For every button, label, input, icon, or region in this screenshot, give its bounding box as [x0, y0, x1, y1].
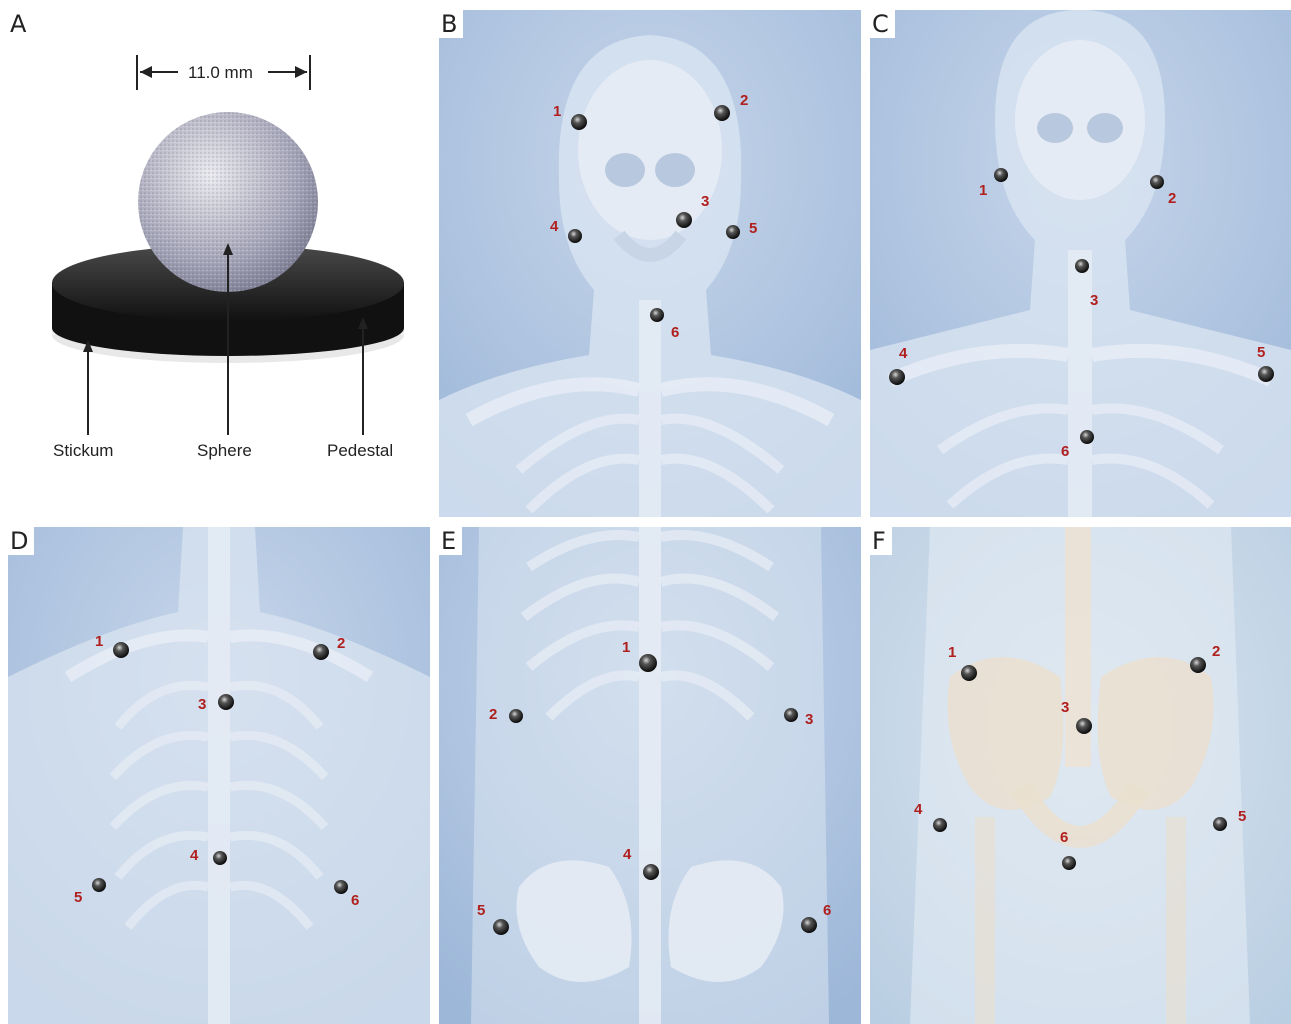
marker-label-4: 4: [550, 218, 558, 235]
marker-label-5: 5: [477, 902, 485, 919]
marker-label-6: 6: [1061, 443, 1069, 460]
stickum-label: Stickum: [53, 441, 113, 461]
marker-label-5: 5: [1238, 808, 1246, 825]
marker-label-2: 2: [337, 635, 345, 652]
marker-label-4: 4: [914, 801, 922, 818]
panel-d: D 1 2 3 4 5 6: [8, 527, 430, 1024]
marker-label-1: 1: [979, 182, 987, 199]
marker-label-1: 1: [622, 639, 630, 656]
neck-skeleton-illustration: [870, 10, 1291, 517]
dimension-label: 11.0 mm: [188, 63, 253, 83]
panel-c: C 1 2 3 4 5 6: [870, 10, 1291, 517]
marker-label-5: 5: [74, 889, 82, 906]
panel-f: F 1 2 3 4 5 6: [870, 527, 1291, 1024]
marker-label-1: 1: [553, 103, 561, 120]
marker-label-3: 3: [1090, 292, 1098, 309]
panel-letter-d: D: [8, 527, 34, 555]
sphere-label: Sphere: [197, 441, 252, 461]
panel-letter-b: B: [439, 10, 463, 38]
marker-label-6: 6: [1060, 829, 1068, 846]
panel-letter-c: C: [870, 10, 895, 38]
marker-label-1: 1: [95, 633, 103, 650]
marker-label-2: 2: [1212, 643, 1220, 660]
thorax-skeleton-illustration: [8, 527, 430, 1024]
panel-b: B 1 2 3 4 5 6: [439, 10, 861, 517]
marker-label-4: 4: [899, 345, 907, 362]
head-skeleton-illustration: [439, 10, 861, 517]
pelvis-skeleton-illustration: [870, 527, 1291, 1024]
marker-label-3: 3: [805, 711, 813, 728]
marker-label-1: 1: [948, 644, 956, 661]
marker-label-4: 4: [623, 846, 631, 863]
marker-label-2: 2: [740, 92, 748, 109]
marker-label-2: 2: [1168, 190, 1176, 207]
pedestal-label: Pedestal: [327, 441, 393, 461]
panel-letter-e: E: [439, 527, 462, 555]
marker-label-6: 6: [351, 892, 359, 909]
marker-label-3: 3: [198, 696, 206, 713]
marker-label-3: 3: [701, 193, 709, 210]
marker-label-5: 5: [1257, 344, 1265, 361]
abdomen-skeleton-illustration: [439, 527, 861, 1024]
marker-label-6: 6: [823, 902, 831, 919]
panel-e: E 1 2 3 4 5 6: [439, 527, 861, 1024]
marker-label-4: 4: [190, 847, 198, 864]
panel-letter-f: F: [870, 527, 892, 555]
marker-label-6: 6: [671, 324, 679, 341]
marker-label-3: 3: [1061, 699, 1069, 716]
marker-label-5: 5: [749, 220, 757, 237]
marker-label-2: 2: [489, 706, 497, 723]
panel-a: A 11.0 mm Stickum Sphere Pedestal: [0, 0, 430, 515]
